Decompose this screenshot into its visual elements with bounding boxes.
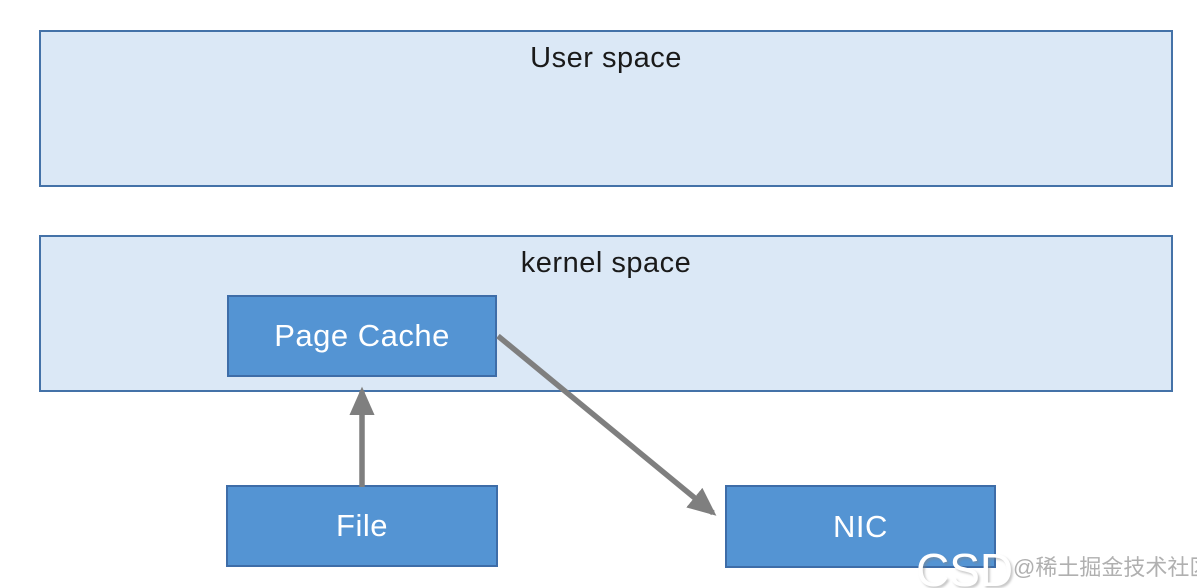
kernel-space-label: kernel space — [520, 247, 692, 279]
page-cache-label: Page Cache — [274, 318, 450, 353]
nic-label: NIC — [833, 508, 888, 544]
file-node: File — [226, 485, 498, 567]
user-space-label: User space — [530, 42, 682, 74]
page-cache-node: Page Cache — [227, 295, 497, 377]
nic-node: NIC — [725, 485, 996, 568]
file-label: File — [336, 508, 388, 543]
user-space-region: User space — [39, 30, 1173, 187]
kernel-space-region: kernel space — [39, 235, 1173, 392]
juejin-watermark: @稀土掘金技术社区 — [1013, 555, 1197, 580]
csdn-watermark: CSD — [916, 544, 1014, 588]
